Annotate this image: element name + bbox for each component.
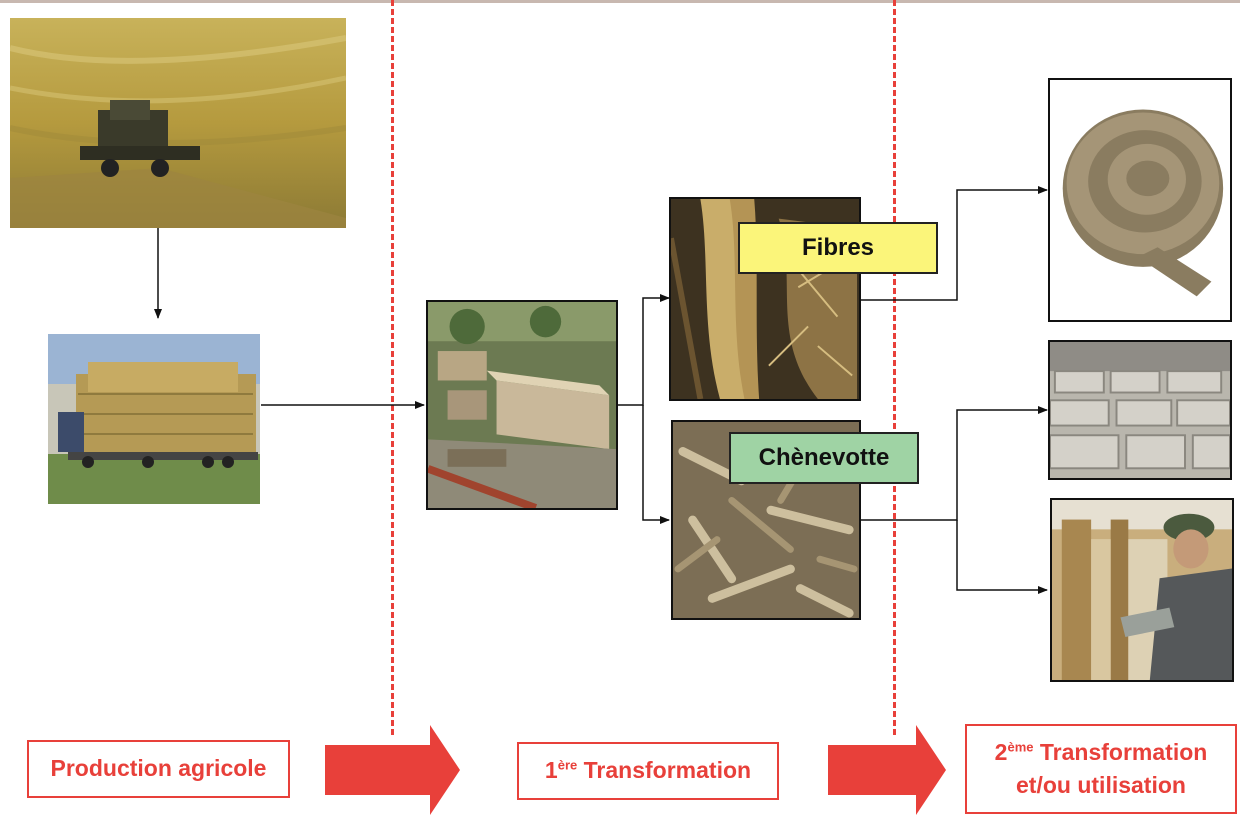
stage-divider-left [391,0,394,735]
stage-premiere-transformation: 1ère Transformation [517,742,779,800]
insulation-roll-photo [1048,78,1232,322]
stage-deuxieme-transformation: 2ème Transformation et/ou utilisation [965,724,1237,814]
connector-fibres-to-insulation [861,186,1048,301]
stage-2-superscript: ème [1007,739,1034,754]
fibres-label: Fibres [738,222,938,274]
stage-2-text: Transformation [1033,738,1208,765]
stage-2-line2: et/ou utilisation [1016,772,1186,798]
straw-bales-truck-photo [48,334,260,504]
stage-arrow-1 [325,725,460,815]
processing-plant-photo [426,300,618,510]
top-border [0,0,1240,3]
chenevotte-label: Chènevotte [729,432,919,484]
hemp-wall-construction-photo [1050,498,1234,682]
stage-1-superscript: ère [557,757,578,773]
stage-premiere-transformation-line: 1ère Transformation [545,754,751,787]
stage-production-agricole: Production agricole [27,740,290,798]
connector-factory-to-fibres [618,294,670,406]
stage-2-ordinal: 2 [994,738,1008,765]
stage-divider-right [893,0,896,735]
connector-chenevotte-to-construction [956,520,1048,594]
stage-production-agricole-text: Production agricole [50,755,267,782]
connector-chenevotte-to-products [861,406,1048,521]
stage-1-text: Transformation [577,757,752,784]
connector-factory-to-chenevotte [642,405,670,524]
hemp-concrete-blocks-photo [1048,340,1232,480]
stage-arrow-2 [828,725,946,815]
harvest-photo [10,18,346,228]
stage-1-ordinal: 1 [544,757,558,784]
stage-2-line1: 2ème Transformation [995,736,1208,769]
